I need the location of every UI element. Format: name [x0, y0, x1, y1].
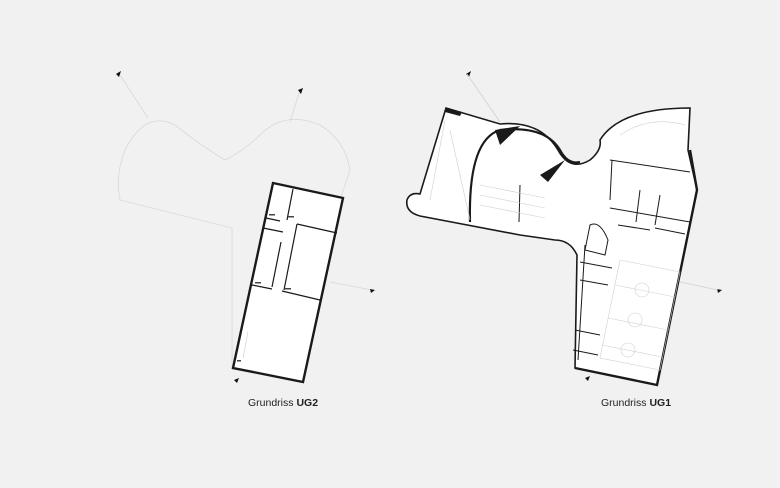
caption-prefix: Grundriss: [248, 397, 294, 409]
ug2-ghost-outline: [117, 71, 373, 368]
plan-ug1: [405, 73, 719, 387]
caption-ug1: Grundriss UG1: [601, 397, 671, 409]
direction-markers: [116, 71, 722, 383]
caption-prefix: Grundriss: [601, 397, 647, 409]
caption-level: UG1: [649, 397, 672, 409]
caption-level: UG2: [296, 397, 319, 409]
plan-ug2: [231, 181, 345, 384]
caption-ug2: Grundriss UG2: [248, 397, 318, 409]
